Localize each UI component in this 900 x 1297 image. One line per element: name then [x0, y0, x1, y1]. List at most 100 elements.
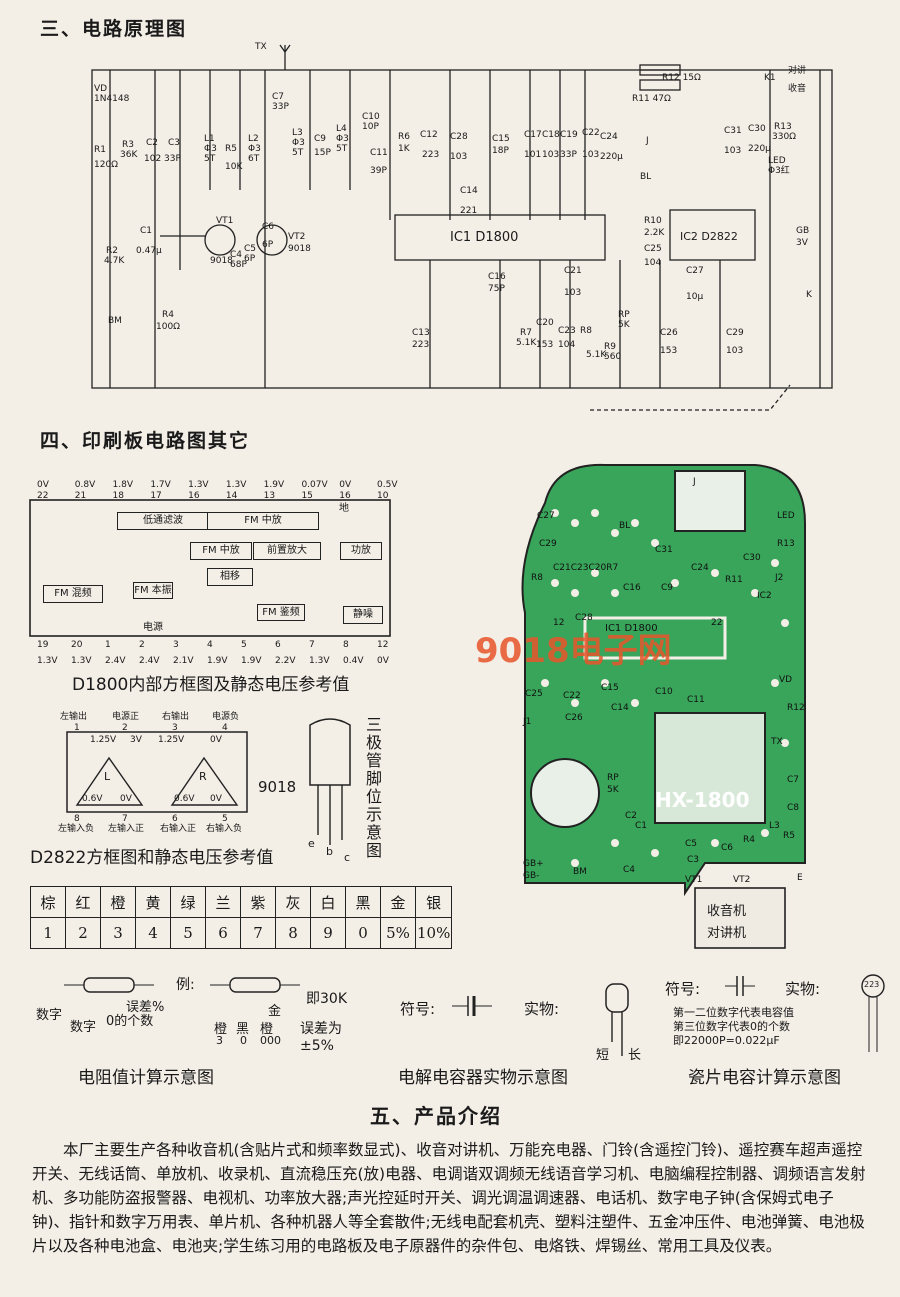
- schematic-wiring: [91, 44, 833, 411]
- l3-dia: Φ3: [292, 138, 305, 148]
- r4-value: 100Ω: [156, 322, 181, 332]
- tx-label: TX: [255, 42, 267, 52]
- pcb-component-label: C1: [635, 821, 648, 831]
- top-voltage-2: 1.8V: [112, 480, 134, 490]
- ceramic-shapes: [725, 974, 885, 1052]
- pcb-board: [521, 463, 806, 949]
- c10-label: C10: [362, 112, 380, 122]
- c17-label: C17: [524, 130, 542, 140]
- value-cell: 6: [205, 917, 241, 949]
- pcb-component-label: E: [797, 873, 803, 883]
- pcb-component-label: IC2: [757, 591, 772, 601]
- r4-label: R4: [162, 310, 174, 320]
- transistor-diagram: e b c: [300, 715, 360, 865]
- d2822-pin6-name: 右输入正: [160, 824, 197, 834]
- led-value: Φ3红: [768, 166, 790, 176]
- ceramic-symbol-label: 符号:: [665, 980, 701, 998]
- c1-value: 0.47μ: [136, 246, 162, 256]
- d2822-pin5-name: 右输入负: [206, 824, 243, 834]
- pcb-component-label: C5: [685, 839, 698, 849]
- l1-label: L1: [204, 134, 215, 144]
- top-voltage-7: 0.07V: [301, 480, 328, 490]
- d2822-diagram: 左输出 电源正 右输出 电源负 1 2 3 4 1.25V 3V 1.25V 0…: [42, 710, 262, 835]
- value-cell: 1: [30, 917, 66, 949]
- pcb-component-label: C8: [787, 803, 800, 813]
- bottom-pin-1: 20: [71, 640, 83, 650]
- amp-l-label: L: [104, 770, 111, 783]
- c14-label: C14: [460, 186, 478, 196]
- vt1-model: 9018: [210, 256, 233, 266]
- color-cell: 绿: [170, 886, 206, 918]
- k1-talk: 对讲: [788, 66, 807, 76]
- elec-symbol-label: 符号:: [400, 1000, 436, 1018]
- block-fm-discriminator: FM 鉴频: [257, 604, 305, 621]
- transistor-model: 9018: [258, 778, 297, 796]
- d2822-pin4: 4: [222, 723, 228, 733]
- block-phase-shift: 相移: [207, 568, 253, 586]
- value-cell: 5%: [380, 917, 416, 949]
- top-pin-6: 13: [263, 491, 276, 501]
- vt2-label: VT2: [288, 232, 306, 242]
- pcb-component-label: C6: [721, 843, 734, 853]
- l4-turns: 5T: [336, 144, 348, 154]
- pcb-component-label: 5K: [607, 785, 619, 795]
- c23-label: C23: [558, 326, 576, 336]
- value-cell: 5: [170, 917, 206, 949]
- l2-turns: 6T: [248, 154, 260, 164]
- ceramic-caption: 瓷片电容计算示意图: [688, 1068, 841, 1088]
- r9-label: R9: [604, 342, 616, 352]
- c10-value: 10P: [362, 122, 379, 132]
- pcb-component-label: C31: [655, 545, 673, 555]
- band2-color: 黑: [236, 1022, 250, 1037]
- product-intro-paragraph: 本厂主要生产各种收音机(含贴片式和频率数显式)、收音对讲机、万能充电器、门铃(含…: [32, 1141, 866, 1255]
- color-cell: 金: [380, 886, 416, 918]
- bottom-pin-7: 6: [275, 640, 281, 650]
- bottom-voltage-10: 0V: [377, 656, 389, 666]
- pcb-component-label: R12: [787, 703, 805, 713]
- electrolytic-diagram: 符号: 实物: 短 长: [400, 980, 660, 1070]
- k-switch-label: K: [806, 290, 812, 300]
- c28-label: C28: [450, 132, 468, 142]
- r11-label: R11 47Ω: [632, 94, 671, 104]
- pcb-component-label: GB+: [523, 859, 544, 869]
- ceramic-code: 223: [864, 980, 880, 989]
- d2822-pin8-name: 左输入负: [58, 824, 95, 834]
- c22-value: 103: [582, 150, 600, 160]
- c19-value: 33P: [560, 150, 577, 160]
- block-fm-if1: FM 中放: [207, 512, 319, 530]
- schematic-section-title: 三、电路原理图: [40, 18, 188, 40]
- c13-value: 223: [412, 340, 430, 350]
- ceramic-note-3: 即22000P=0.022μF: [673, 1034, 780, 1047]
- top-pin-2: 18: [112, 491, 124, 501]
- pcb-component-label: L3: [769, 821, 780, 831]
- r10-label: R10: [644, 216, 662, 226]
- bottom-voltage-0: 1.3V: [37, 656, 58, 666]
- d2822-pin2: 2: [122, 723, 128, 733]
- c16-value: 75P: [488, 284, 505, 294]
- r7-value: 5.1K: [516, 338, 537, 348]
- value-cell: 9: [310, 917, 346, 949]
- c29-value: 103: [726, 346, 744, 356]
- d2822-pin7: 7: [122, 814, 128, 824]
- pcb-component-label: R4: [743, 835, 755, 845]
- c3-value: 33P: [164, 154, 181, 164]
- pcb-component-label: R8: [531, 573, 543, 583]
- transistor-caption: 三极管脚位示意图: [366, 715, 383, 860]
- bottom-pin-6: 5: [241, 640, 247, 650]
- pcb-component-label: C7: [787, 775, 800, 785]
- l2-dia: Φ3: [248, 144, 261, 154]
- pcb-box-talk: 对讲机: [707, 926, 747, 941]
- res-tolerance-label: 误差%: [126, 1000, 165, 1015]
- rp-label: RP: [618, 310, 630, 320]
- pcb-component-label: R5: [783, 831, 795, 841]
- r3-value: 36K: [120, 150, 138, 160]
- c11-label: C11: [370, 148, 388, 158]
- block-fm-mixer: FM 混频: [43, 585, 103, 603]
- bottom-pin-3: 2: [139, 640, 145, 650]
- r13-label: R13: [774, 122, 792, 132]
- pcb-component-label: C15: [601, 683, 619, 693]
- gb-value: 3V: [796, 238, 808, 248]
- vd-label: VD: [94, 84, 108, 94]
- pcb-component-label: C11: [687, 695, 705, 705]
